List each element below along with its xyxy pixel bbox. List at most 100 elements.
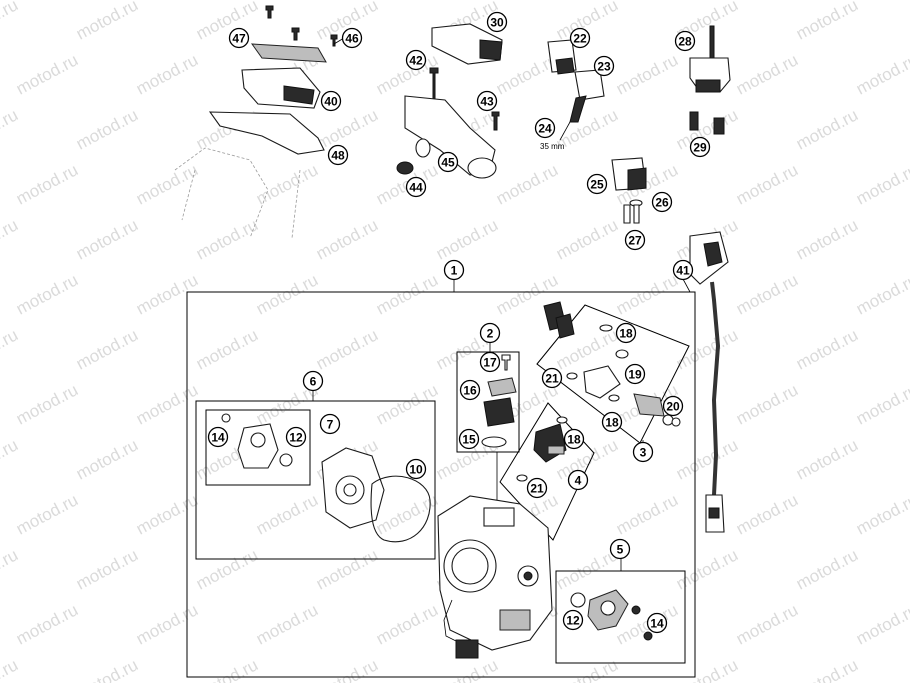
callout-number: 41 — [676, 264, 690, 278]
group-6-parts — [321, 447, 431, 543]
watermark-text: motod.ru — [733, 270, 801, 318]
callout-circle — [437, 151, 459, 173]
watermark-text: motod.ru — [133, 50, 201, 98]
bolt-43 — [491, 111, 500, 131]
screw-top-c — [330, 34, 338, 47]
callout-number: 29 — [693, 141, 707, 155]
watermark-text: motod.ru — [13, 380, 81, 428]
watermark-text: motod.ru — [0, 215, 21, 263]
watermark-text: motod.ru — [373, 490, 441, 538]
callout-number: 2 — [487, 327, 494, 341]
watermark-text: motod.ru — [433, 215, 501, 263]
callout-circle — [405, 176, 427, 198]
callout-45: 45 — [437, 151, 459, 173]
callout-18: 18 — [563, 428, 585, 450]
callout-circle — [672, 259, 694, 281]
watermark-text: motod.ru — [313, 215, 381, 263]
callout-circle — [319, 413, 341, 435]
callout-number: 18 — [619, 327, 633, 341]
callout-circle — [327, 144, 349, 166]
frame-throttle-body-1 — [186, 291, 696, 678]
watermark-text: motod.ru — [553, 655, 621, 683]
watermark-text: motod.ru — [733, 160, 801, 208]
callout-circle — [534, 117, 556, 139]
watermark-text: motod.ru — [613, 50, 681, 98]
watermark-text: motod.ru — [313, 325, 381, 373]
callout-circle — [586, 173, 608, 195]
callout-circle — [601, 411, 623, 433]
callout-circle — [459, 379, 481, 401]
callout-circle — [341, 27, 363, 49]
callout-circle — [302, 370, 324, 392]
ecu-side — [283, 85, 315, 105]
watermark-text: motod.ru — [0, 655, 21, 683]
callout-27: 27 — [624, 229, 646, 251]
callout-12: 12 — [285, 426, 307, 448]
frame-group-6 — [195, 400, 436, 560]
bracket-group-top-middle — [396, 23, 503, 179]
bolt-42 — [429, 67, 439, 104]
callout-circle — [593, 55, 615, 77]
watermark-text: motod.ru — [73, 545, 141, 593]
watermark-text: motod.ru — [73, 105, 141, 153]
assembly-frames — [186, 291, 696, 678]
callout-number: 23 — [597, 60, 611, 74]
callout-circle — [228, 27, 250, 49]
group-2-parts — [481, 354, 517, 448]
callout-number: 24 — [538, 122, 552, 136]
callout-circle — [609, 538, 631, 560]
watermark-text: motod.ru — [853, 270, 910, 318]
callout-circle — [662, 395, 684, 417]
callout-21: 21 — [541, 367, 563, 389]
spring-29a — [689, 111, 699, 131]
callout-number: 5 — [617, 543, 624, 557]
callout-28: 28 — [674, 30, 696, 52]
watermark-text: motod.ru — [0, 435, 21, 483]
sensor-28-stem — [709, 25, 715, 59]
callout-circle — [405, 458, 427, 480]
map-sensor — [483, 397, 515, 427]
watermark-text: motod.ru — [853, 50, 910, 98]
callout-circle — [569, 27, 591, 49]
watermark-text: motod.ru — [253, 270, 321, 318]
callout-number: 20 — [666, 400, 680, 414]
watermark-text: motod.ru — [793, 545, 861, 593]
callout-14: 14 — [207, 426, 229, 448]
watermark-text: motod.ru — [673, 545, 741, 593]
screw-17 — [501, 354, 511, 371]
sensor-19-base — [583, 365, 621, 399]
callout-41: 41 — [672, 259, 694, 281]
wiring-harness-41 — [689, 231, 729, 533]
dimension-label: 35 mm — [540, 142, 565, 151]
callout-26: 26 — [651, 191, 673, 213]
throttle-body-main — [437, 495, 553, 659]
callout-circle — [646, 612, 668, 634]
callout-circle — [567, 469, 589, 491]
sensor-20 — [633, 393, 665, 417]
watermark-text: motod.ru — [673, 435, 741, 483]
watermark-text: motod.ru — [733, 600, 801, 648]
watermark-text: motod.ru — [613, 490, 681, 538]
watermark-text: motod.ru — [193, 325, 261, 373]
watermark-text: motod.ru — [13, 270, 81, 318]
watermark-text: motod.ru — [193, 215, 261, 263]
callout-number: 1 — [451, 264, 458, 278]
callout-16: 16 — [459, 379, 481, 401]
callout-4: 4 — [567, 469, 589, 491]
callout-circle — [615, 322, 637, 344]
callout-18: 18 — [601, 411, 623, 433]
watermark-text: motod.ru — [313, 655, 381, 683]
watermark-text: motod.ru — [433, 655, 501, 683]
rubber-mount-45 — [467, 157, 497, 179]
watermark-text: motod.ru — [853, 380, 910, 428]
callout-circle — [486, 11, 508, 33]
watermark-text: motod.ru — [673, 325, 741, 373]
watermark-text: motod.ru — [0, 105, 21, 153]
callout-number: 19 — [628, 368, 642, 382]
group-5-parts — [570, 589, 653, 641]
callout-number: 7 — [327, 418, 334, 432]
callout-number: 28 — [678, 35, 692, 49]
bolt-27 — [623, 204, 631, 224]
watermark-text: motod.ru — [13, 160, 81, 208]
callout-24: 24 — [534, 117, 556, 139]
